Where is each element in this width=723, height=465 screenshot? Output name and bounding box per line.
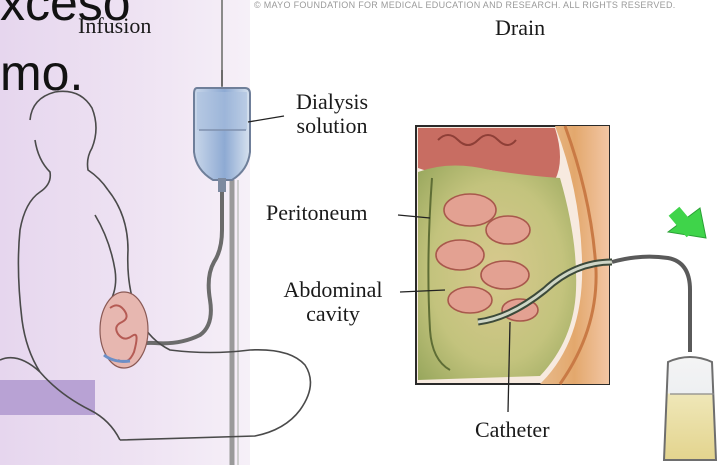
drain-bag-icon	[664, 357, 716, 460]
label-dialysis-solution: Dialysis solution	[284, 90, 380, 138]
label-abdominal-line1: Abdominal	[268, 278, 398, 302]
copyright-notice: © MAYO FOUNDATION FOR MEDICAL EDUCATION …	[254, 0, 723, 12]
label-abdominal-cavity: Abdominal cavity	[268, 278, 398, 326]
label-dialysis-line2: solution	[284, 114, 380, 138]
label-abdominal-line2: cavity	[268, 302, 398, 326]
label-drain: Drain	[495, 16, 545, 40]
label-catheter: Catheter	[475, 418, 550, 442]
abdominal-cross-section	[416, 126, 612, 384]
label-dialysis-line1: Dialysis	[284, 90, 380, 114]
label-peritoneum: Peritoneum	[266, 201, 367, 225]
label-infusion: Infusion	[78, 14, 151, 38]
dialysis-bag-icon	[194, 70, 250, 192]
patient-abdomen-icon	[100, 292, 148, 368]
